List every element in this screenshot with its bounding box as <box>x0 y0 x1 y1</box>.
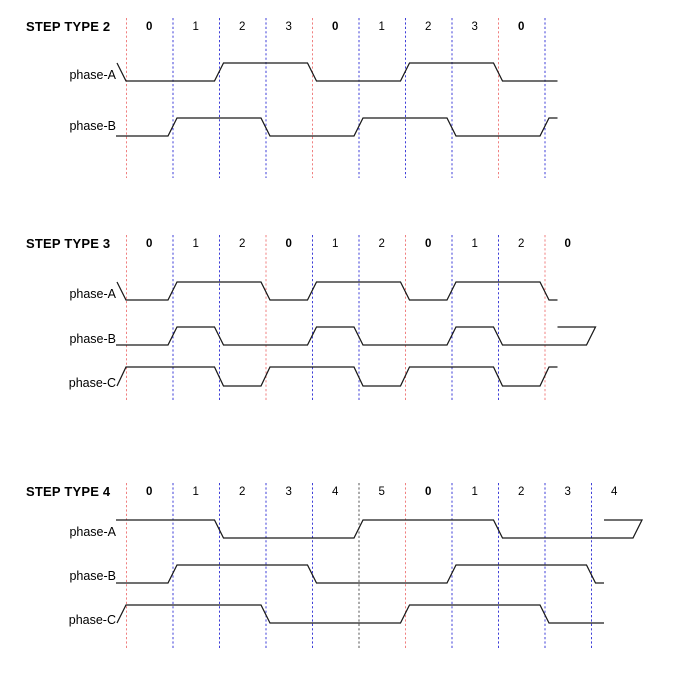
phase-label-phase-A: phase-A <box>69 287 116 301</box>
step-number-label: 2 <box>378 238 385 250</box>
step-number-label: 0 <box>285 238 292 250</box>
step-number-label: 4 <box>332 486 339 498</box>
step-number-label: 0 <box>518 21 525 33</box>
waveform-step-type-4-phase-C <box>116 604 604 624</box>
phase-label-phase-B: phase-B <box>69 119 116 133</box>
step-number-label: 0 <box>332 21 339 33</box>
phase-label-phase-B: phase-B <box>69 332 116 346</box>
phase-label-phase-A: phase-A <box>69 68 116 82</box>
phase-label-phase-C: phase-C <box>68 613 116 627</box>
step-number-label: 0 <box>425 486 432 498</box>
step-number-label: 0 <box>564 238 571 250</box>
step-number-label: 4 <box>611 486 618 498</box>
step-number-label: 1 <box>192 486 199 498</box>
step-number-label: 2 <box>239 238 246 250</box>
step-number-label: 3 <box>471 21 478 33</box>
step-number-label: 1 <box>192 21 199 33</box>
step-number-label: 0 <box>146 238 153 250</box>
step-number-label: 3 <box>285 486 292 498</box>
section-title-step-type-3: STEP TYPE 3 <box>26 236 111 251</box>
waveform-step-type-2-phase-B <box>116 117 558 137</box>
step-number-label: 2 <box>518 486 525 498</box>
phase-label-phase-A: phase-A <box>69 525 116 539</box>
phase-label-phase-C: phase-C <box>68 376 116 390</box>
step-number-label: 3 <box>564 486 571 498</box>
step-number-label: 1 <box>192 238 199 250</box>
section-title-step-type-2: STEP TYPE 2 <box>26 19 111 34</box>
phase-label-phase-B: phase-B <box>69 569 116 583</box>
step-number-label: 1 <box>471 238 478 250</box>
step-number-label: 0 <box>425 238 432 250</box>
step-number-label: 3 <box>285 21 292 33</box>
waveform-step-type-3-phase-A <box>116 281 558 301</box>
step-number-label: 1 <box>471 486 478 498</box>
step-number-label: 0 <box>146 21 153 33</box>
step-number-label: 1 <box>332 238 339 250</box>
waveform-step-type-2-phase-A <box>116 62 558 82</box>
step-number-label: 2 <box>518 238 525 250</box>
waveform-step-type-3-phase-B <box>116 326 597 346</box>
section-title-step-type-4: STEP TYPE 4 <box>26 484 111 499</box>
step-number-label: 0 <box>146 486 153 498</box>
step-number-label: 1 <box>378 21 385 33</box>
step-number-label: 5 <box>378 486 385 498</box>
waveform-step-type-4-phase-B <box>116 564 604 584</box>
step-number-label: 2 <box>239 486 246 498</box>
step-number-label: 2 <box>425 21 432 33</box>
waveform-step-type-3-phase-C <box>116 366 558 387</box>
step-number-label: 2 <box>239 21 246 33</box>
waveform-step-type-4-phase-A <box>116 519 644 539</box>
